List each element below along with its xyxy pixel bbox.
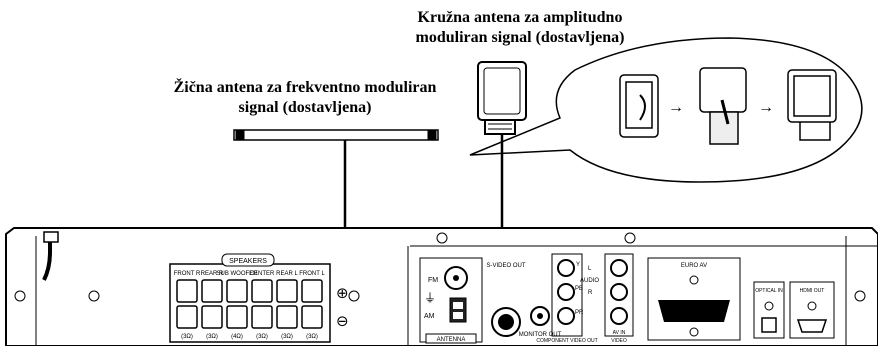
av-in-label: AV IN: [613, 330, 626, 336]
speaker-terminal-plus[interactable]: [276, 279, 298, 303]
component-pb-label: PB: [575, 286, 583, 292]
speaker-terminal-minus[interactable]: [276, 305, 298, 329]
fm-caption-line1: Žična antena za frekventno moduliran: [173, 79, 437, 96]
speaker-terminal-minus[interactable]: [251, 305, 273, 329]
audio-r-jack[interactable]: [610, 283, 628, 301]
speaker-label-front-l: FRONT L: [299, 271, 325, 277]
speaker-impedance: (3Ω): [206, 334, 218, 340]
fm-label: FM: [428, 277, 438, 284]
speaker-impedance: (3Ω): [256, 334, 268, 340]
am-antenna-caption: Kružna antena za amplitudno moduliran si…: [380, 8, 660, 48]
component-y-jack[interactable]: [557, 259, 575, 277]
screw-icon: [436, 232, 448, 244]
speaker-label-subwoofer: SUB WOOFER: [216, 271, 258, 277]
speaker-impedance: (3Ω): [306, 334, 318, 340]
fm-wire-antenna: [233, 129, 439, 141]
speaker-label-rear-r: REAR R: [201, 271, 224, 277]
speaker-label-front-r: FRONT R: [174, 271, 201, 277]
assembly-step-2: [699, 67, 747, 145]
speaker-impedance: (3Ω): [181, 334, 193, 340]
screw-icon: [854, 290, 866, 302]
audio-label: AUDIO: [580, 278, 599, 284]
screw-icon: [624, 232, 636, 244]
antenna-terminals: FM ⏚ AM ANTENNA: [419, 257, 483, 344]
speaker-terminal-minus[interactable]: [226, 305, 248, 329]
assembly-step-1: [619, 74, 659, 138]
antenna-label: ANTENNA: [437, 337, 466, 343]
power-cord: [42, 231, 59, 281]
optical-in: OPTICAL IN: [753, 281, 785, 339]
am-label: AM: [424, 313, 435, 320]
optical-jack[interactable]: [761, 317, 777, 333]
audio-l-label: L: [588, 266, 592, 272]
speaker-terminal-minus[interactable]: [176, 305, 198, 329]
assembly-bubble: → →: [469, 37, 863, 183]
component-label: COMPONENT VIDEO OUT: [536, 338, 597, 344]
optical-in-label: OPTICAL IN: [755, 288, 783, 294]
fm-caption-line2: signal (dostavljena): [238, 99, 372, 116]
screw-icon: [348, 290, 360, 302]
speaker-label-rear-l: REAR L: [276, 271, 298, 277]
speaker-terminals: SPEAKERS FRONT R REAR R SUB WOOFER CENTE…: [169, 253, 349, 343]
speaker-impedance: (4Ω): [231, 334, 243, 340]
speakers-title: SPEAKERS: [229, 258, 267, 265]
am-caption-line1: Kružna antena za amplitudno: [417, 9, 623, 26]
av-in: L AUDIO R AV IN VIDEO: [580, 253, 634, 344]
component-pb-jack[interactable]: [557, 283, 575, 301]
svideo-out: S-VIDEO OUT: [486, 263, 526, 337]
component-pr-jack[interactable]: [557, 307, 575, 325]
plus-icon: ⊕: [336, 285, 349, 302]
svideo-label: S-VIDEO OUT: [486, 263, 525, 269]
euro-av-label: EURO AV: [681, 263, 707, 269]
assembly-step-3: [787, 69, 837, 141]
speaker-terminal-plus[interactable]: [176, 279, 198, 303]
audio-l-jack[interactable]: [610, 259, 628, 277]
component-y-label: Y: [576, 262, 580, 268]
speaker-terminal-plus[interactable]: [251, 279, 273, 303]
audio-r-label: R: [588, 290, 593, 296]
arrow-icon: →: [758, 99, 774, 116]
speaker-terminal-minus[interactable]: [201, 305, 223, 329]
monitor-out-label: MONITOR OUT: [519, 332, 562, 338]
ground-icon: ⏚: [424, 291, 436, 305]
hdmi-out-label: HDMI OUT: [800, 288, 825, 294]
minus-icon: ⊖: [336, 313, 349, 330]
am-caption-line2: moduliran signal (dostavljena): [415, 29, 625, 46]
scart-connector[interactable]: [658, 300, 730, 322]
speaker-terminal-plus[interactable]: [201, 279, 223, 303]
video-in-jack[interactable]: [610, 307, 628, 325]
screw-icon: [14, 290, 26, 302]
speaker-terminal-plus[interactable]: [301, 279, 323, 303]
speaker-terminal-plus[interactable]: [226, 279, 248, 303]
monitor-out: MONITOR OUT: [519, 306, 562, 338]
fm-antenna-caption: Žična antena za frekventno moduliran sig…: [130, 78, 480, 118]
speaker-label-center: CENTER: [250, 271, 275, 277]
screw-icon: [88, 290, 100, 302]
arrow-icon: →: [668, 99, 684, 116]
component-pr-label: PR: [575, 310, 584, 316]
component-video-out: Y PB PR COMPONENT VIDEO OUT: [536, 253, 598, 344]
video-label: VIDEO: [611, 338, 627, 344]
hdmi-out: HDMI OUT: [789, 281, 835, 339]
speaker-terminal-minus[interactable]: [301, 305, 323, 329]
speaker-impedance: (3Ω): [281, 334, 293, 340]
am-loop-antenna: [477, 61, 527, 135]
euro-av: EURO AV: [647, 257, 741, 341]
hdmi-jack[interactable]: [796, 319, 828, 333]
rear-panel: [5, 227, 878, 346]
